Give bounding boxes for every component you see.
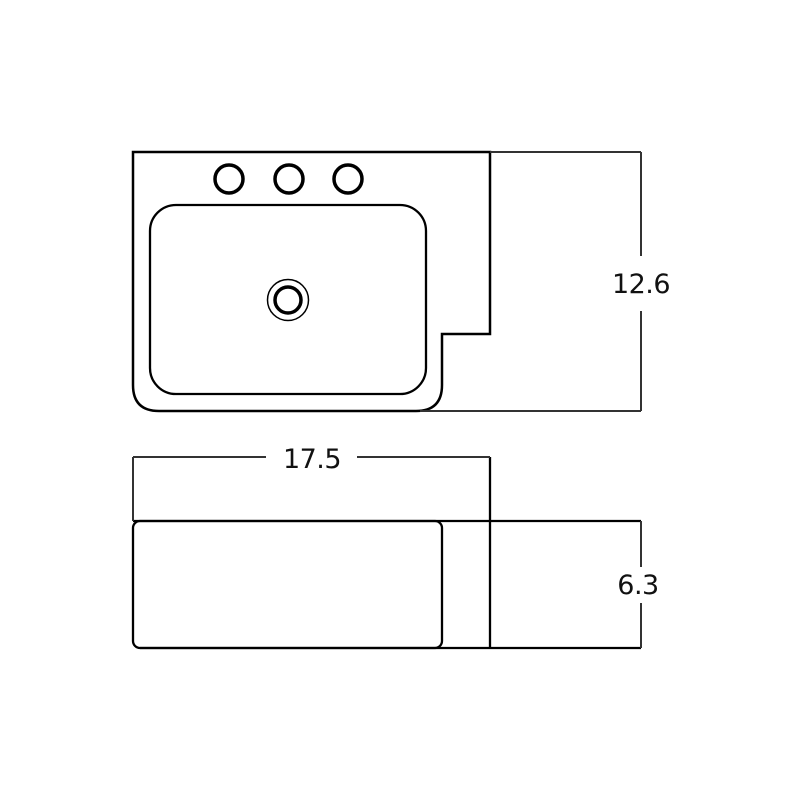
top-view [131,150,492,413]
side-view [131,457,641,650]
faucet-hole-right-icon [332,163,364,195]
height-label: 6.3 [617,570,658,601]
height-dimension: 6.3 [617,521,659,648]
faucet-hole-left-icon [213,163,245,195]
depth-dimension: 12.6 [420,151,671,412]
depth-label: 12.6 [612,269,670,300]
width-dimension: 17.5 [132,444,490,521]
width-label: 17.5 [283,444,341,475]
drain-icon [266,278,310,322]
side-basin-outline [131,519,444,650]
basin-outline [148,203,428,396]
faucet-hole-center-icon [273,163,305,195]
sink-outer-outline [131,150,492,413]
